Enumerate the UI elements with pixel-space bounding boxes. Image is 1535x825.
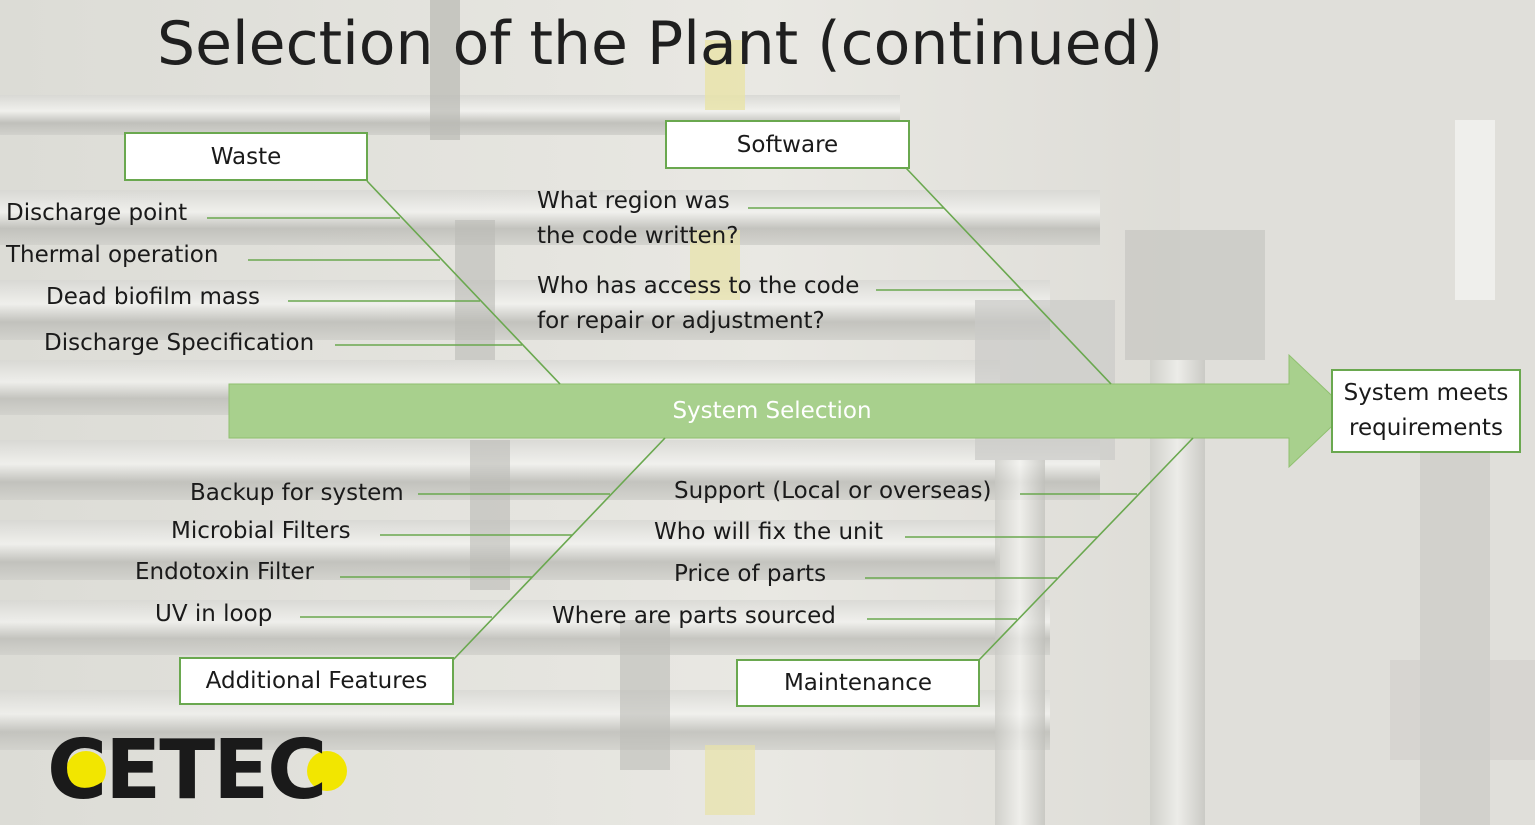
bone-waste	[366, 180, 561, 385]
cause-waste-1: Discharge point	[6, 200, 188, 226]
effect-box: System meets requirements	[1331, 369, 1521, 453]
effect-line2: requirements	[1349, 415, 1503, 441]
cause-maintenance-2: Who will fix the unit	[654, 519, 884, 545]
category-software: Software	[665, 120, 910, 169]
cause-maintenance-1: Support (Local or overseas)	[674, 478, 992, 504]
cause-waste-2: Thermal operation	[6, 242, 219, 268]
logo: CETEC	[47, 723, 327, 818]
bone-additional-features	[452, 437, 666, 661]
cause-additional-3: Endotoxin Filter	[135, 559, 315, 585]
spine-label: System Selection	[672, 398, 872, 424]
category-additional-features-label: Additional Features	[205, 668, 428, 694]
category-additional-features: Additional Features	[179, 657, 454, 705]
cause-waste-4: Discharge Specification	[44, 330, 315, 356]
spine-arrow	[228, 353, 1349, 469]
cause-software-1-line2: the code written?	[537, 223, 739, 249]
cause-software-1-line1: What region was	[537, 188, 730, 214]
cause-additional-2: Microbial Filters	[171, 518, 351, 544]
cause-software-2: Who has access to the code for repair or…	[537, 269, 859, 339]
category-waste: Waste	[124, 132, 368, 181]
cause-maintenance-3: Price of parts	[674, 561, 827, 587]
cause-software-2-line2: for repair or adjustment?	[537, 308, 825, 334]
page-title: Selection of the Plant (continued)	[157, 9, 1164, 79]
effect-line1: System meets	[1343, 380, 1509, 406]
category-maintenance-label: Maintenance	[783, 670, 933, 696]
cause-additional-1: Backup for system	[190, 480, 404, 506]
category-maintenance: Maintenance	[736, 659, 980, 707]
bone-software	[905, 167, 1112, 385]
category-software-label: Software	[736, 131, 839, 158]
cause-maintenance-4: Where are parts sourced	[552, 603, 836, 629]
cause-software-1: What region was the code written?	[537, 184, 738, 254]
cause-waste-3: Dead biofilm mass	[46, 284, 260, 310]
logo-dot-right	[307, 751, 347, 791]
logo-dot-left	[66, 751, 106, 791]
cause-additional-4: UV in loop	[155, 601, 273, 627]
category-waste-label: Waste	[210, 143, 282, 170]
bone-maintenance	[978, 437, 1194, 661]
cause-software-2-line1: Who has access to the code	[537, 273, 860, 299]
